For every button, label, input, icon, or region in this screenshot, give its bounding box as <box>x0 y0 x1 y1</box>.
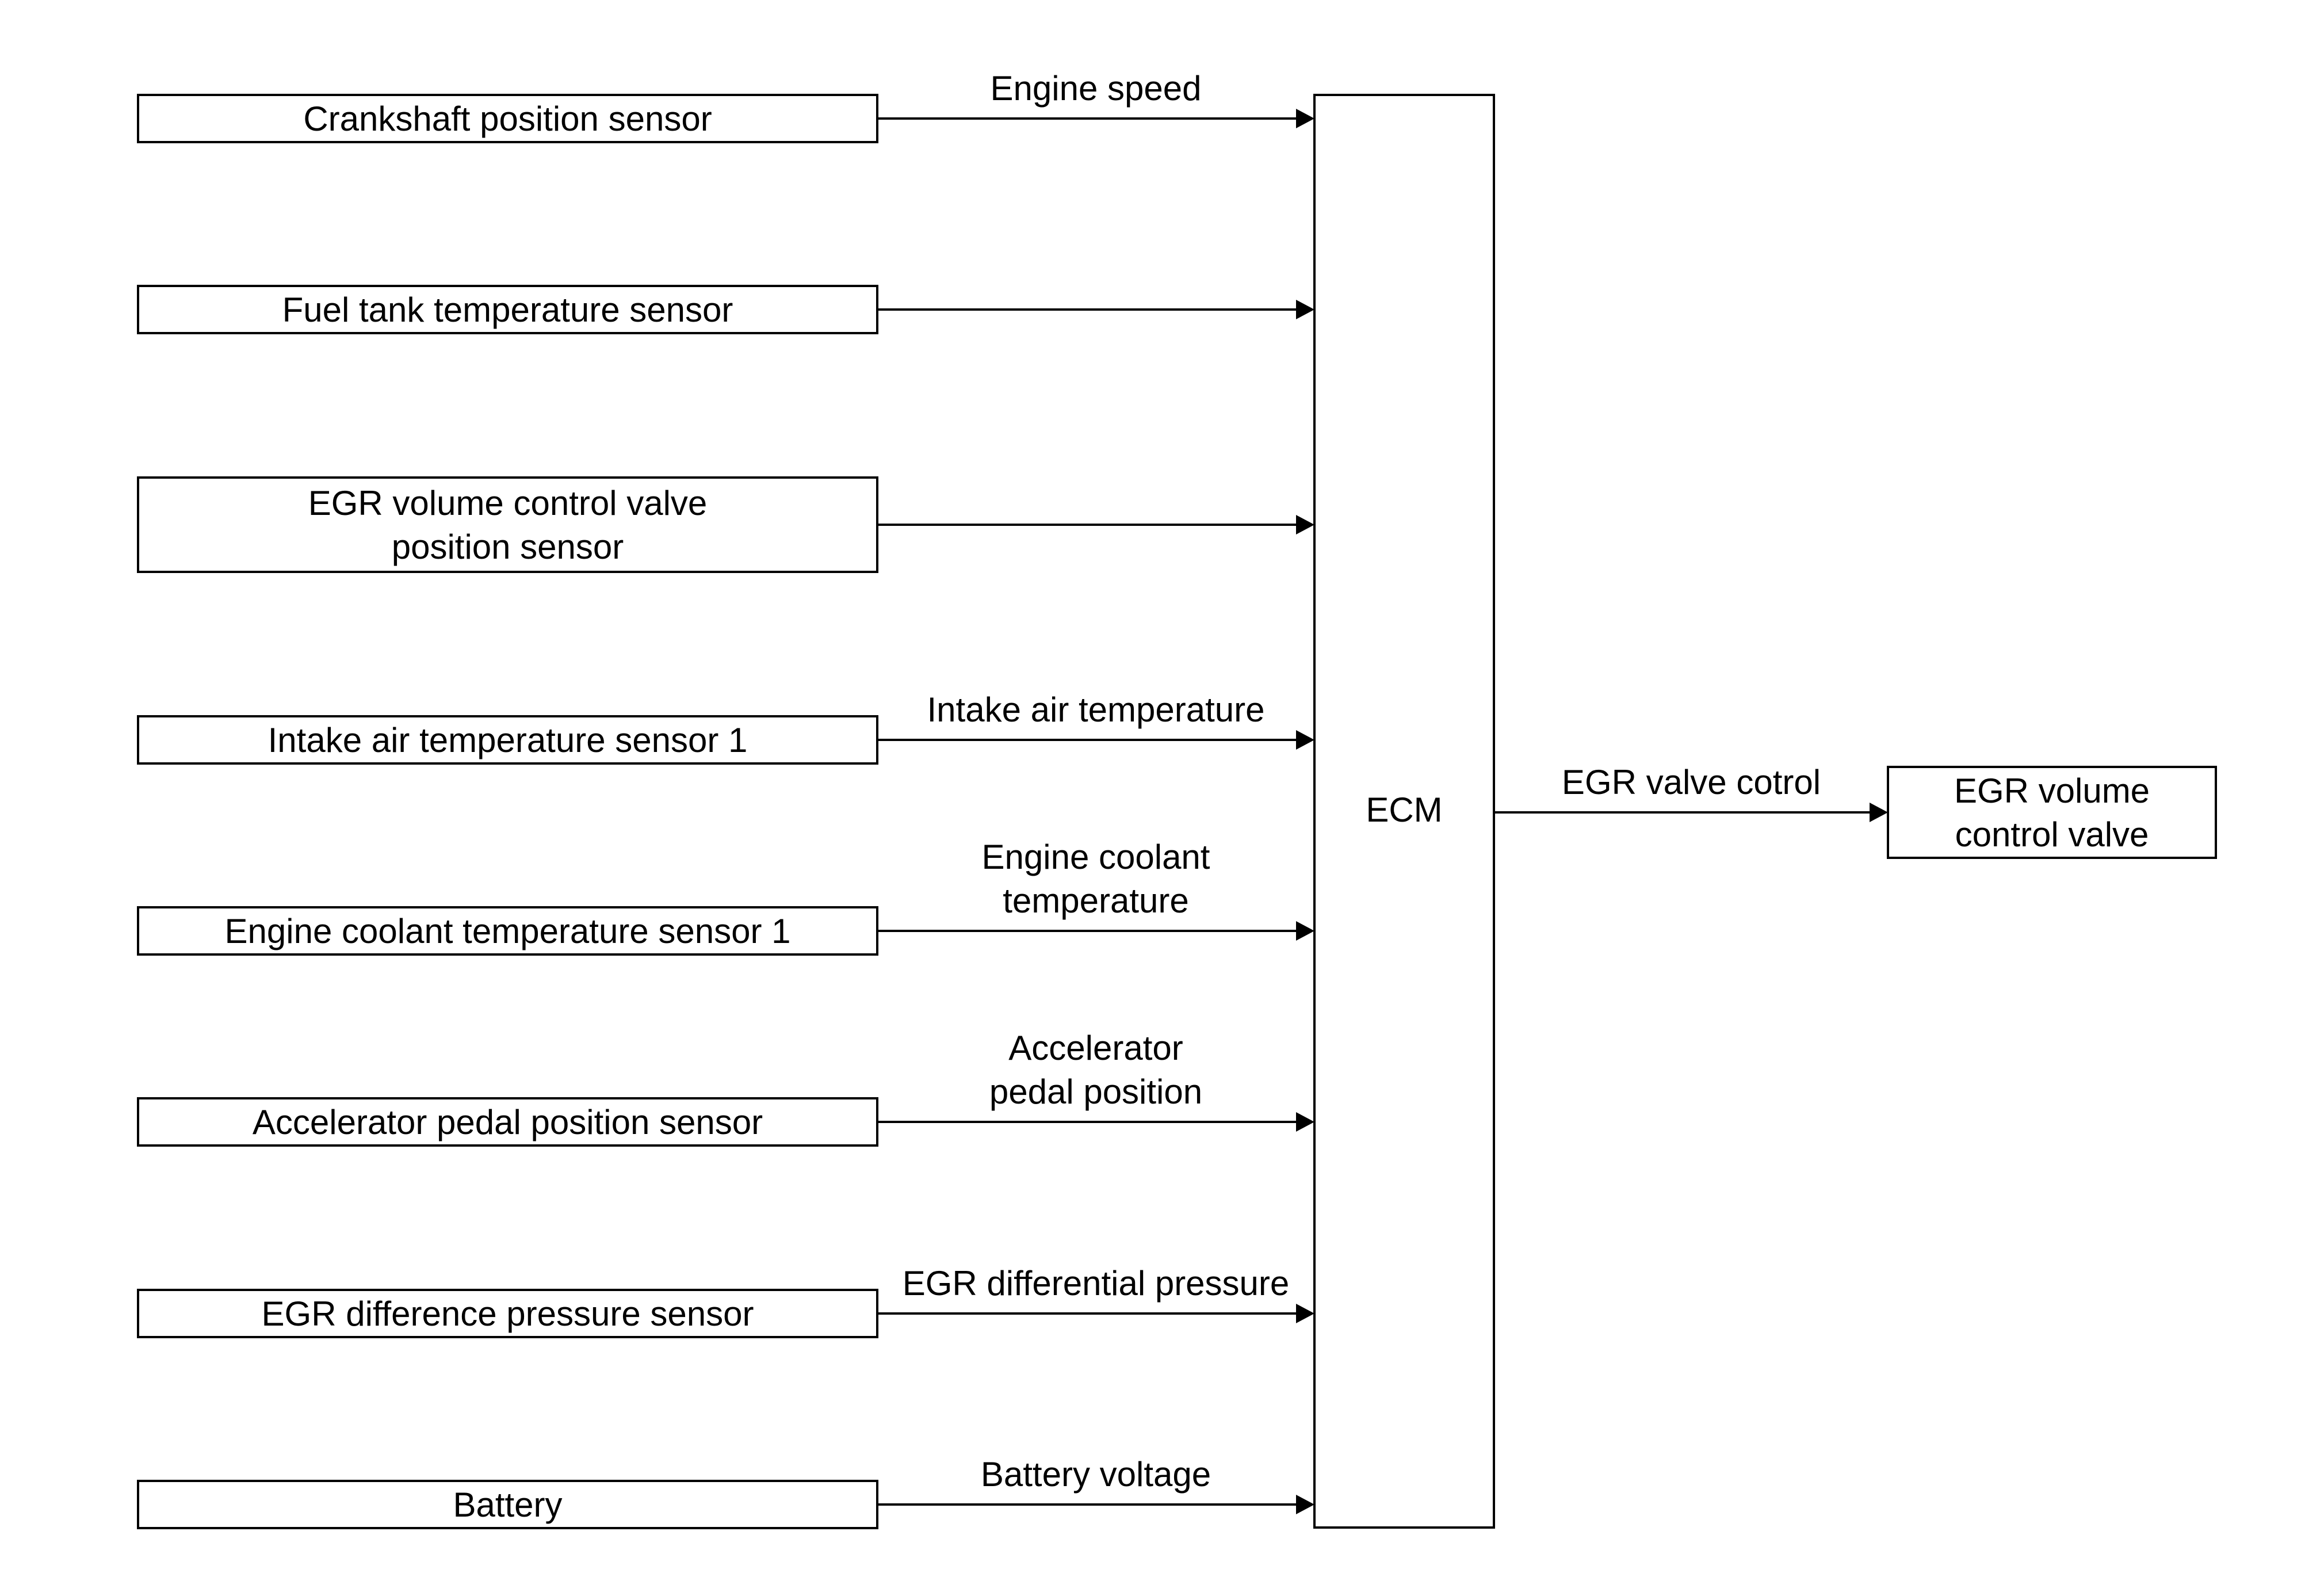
egr-volume-control-valve-label-line-1: EGR volume <box>1954 772 2150 810</box>
egr-valve-position-box <box>137 476 878 573</box>
fuel-tank-temp-arrowhead <box>1296 300 1314 319</box>
input-accelerator-pedal: Accelerator pedal position sensor Acceler… <box>137 1029 1314 1147</box>
intake-air-temp-arrowhead <box>1296 730 1314 750</box>
egr-valve-position-box-label-line-2: position sensor <box>392 528 624 566</box>
egr-valve-control-arrowhead <box>1870 803 1888 822</box>
ecm-box <box>1313 94 1495 1529</box>
crankshaft-arrowhead <box>1296 109 1314 128</box>
crankshaft-box <box>137 94 878 143</box>
engine-coolant-temp-signal-label-line-1: Engine coolant <box>982 838 1210 876</box>
intake-air-temp-box-label: Intake air temperature sensor 1 <box>268 721 748 759</box>
egr-difference-pressure-box-label: EGR difference pressure sensor <box>262 1295 754 1333</box>
battery-arrowhead <box>1296 1495 1314 1514</box>
accelerator-pedal-signal-label-line-2: pedal position <box>989 1072 1202 1111</box>
engine-coolant-temp-arrowhead <box>1296 921 1314 941</box>
input-engine-coolant-temp: Engine coolant temperature sensor 1 Engin… <box>137 838 1314 956</box>
input-fuel-tank-temp: Fuel tank temperature sensor <box>137 285 1314 334</box>
engine-coolant-temp-signal-label-line-2: temperature <box>1003 881 1189 920</box>
accelerator-pedal-signal-label-line-1: Accelerator <box>1008 1029 1183 1067</box>
fuel-tank-temp-box-label: Fuel tank temperature sensor <box>282 291 733 329</box>
battery-box-label: Battery <box>453 1486 562 1524</box>
input-sensors: Crankshaft position sensor Engine speedFu… <box>137 69 1314 1529</box>
egr-volume-control-valve-box <box>1887 766 2217 859</box>
input-egr-difference-pressure: EGR difference pressure sensor EGR differ… <box>137 1264 1314 1338</box>
egr-difference-pressure-signal-label: EGR differential pressure <box>903 1264 1290 1303</box>
egr-valve-position-arrowhead <box>1296 515 1314 534</box>
accelerator-pedal-box-label: Accelerator pedal position sensor <box>253 1103 763 1141</box>
input-battery: Battery Battery voltage <box>137 1455 1314 1529</box>
ecm-label: ECM <box>1366 791 1442 829</box>
accelerator-pedal-arrowhead <box>1296 1112 1314 1132</box>
egr-volume-control-valve-label-line-2: control valve <box>1955 815 2149 854</box>
ecm-block: ECM <box>1313 94 1495 1529</box>
egr-difference-pressure-box <box>137 1289 878 1338</box>
battery-signal-label: Battery voltage <box>981 1455 1211 1494</box>
input-intake-air-temp: Intake air temperature sensor 1 Intake ai… <box>137 690 1314 765</box>
intake-air-temp-signal-label: Intake air temperature <box>927 690 1265 729</box>
egr-difference-pressure-arrowhead <box>1296 1304 1314 1323</box>
intake-air-temp-box <box>137 715 878 765</box>
input-crankshaft: Crankshaft position sensor Engine speed <box>137 69 1314 143</box>
engine-coolant-temp-box-label: Engine coolant temperature sensor 1 <box>225 912 791 950</box>
input-egr-valve-position: EGR volume control valve position sensor <box>137 476 1314 573</box>
egr-valve-control-label: EGR valve cotrol <box>1562 763 1821 801</box>
crankshaft-box-label: Crankshaft position sensor <box>303 100 712 138</box>
fuel-tank-temp-box <box>137 285 878 334</box>
output-actuator: EGR valve cotrol EGR volume control valve <box>1494 763 2217 859</box>
crankshaft-signal-label: Engine speed <box>991 69 1202 108</box>
egr-valve-position-box-label-line-1: EGR volume control valve <box>308 484 708 522</box>
